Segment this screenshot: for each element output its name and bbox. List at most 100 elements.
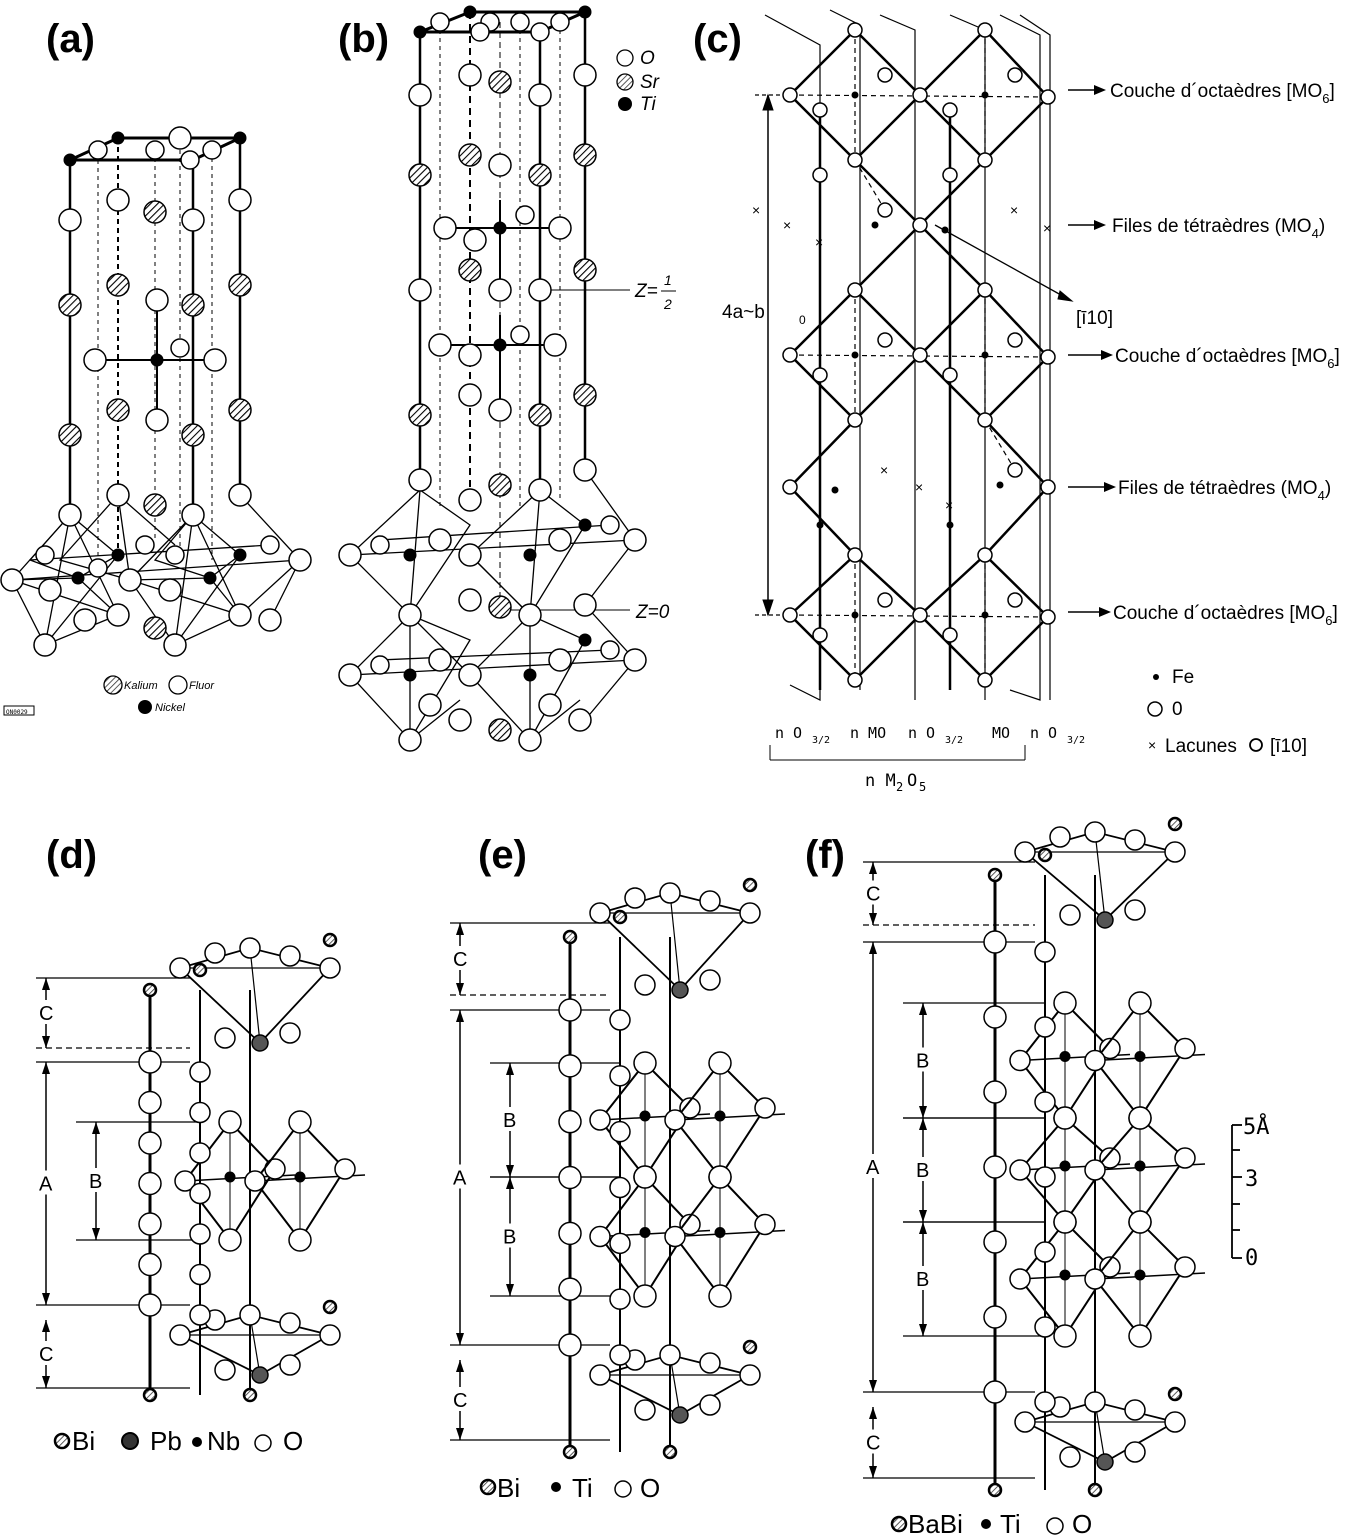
oxygen-atom xyxy=(877,592,893,608)
miller-index-label: [ī10] xyxy=(1076,308,1113,329)
o-legend-marker-d xyxy=(254,1434,272,1452)
oxygen-atom xyxy=(428,333,452,357)
metal-atom xyxy=(493,221,507,235)
oxygen-atom xyxy=(189,1304,211,1326)
panel-b-legend: O Sr Ti xyxy=(616,48,660,115)
bi-atom xyxy=(1167,1386,1183,1402)
dimension-arrowhead xyxy=(92,1228,100,1240)
vacancy-marker: × xyxy=(880,462,888,478)
panel-b-sr3ti2o7-structure xyxy=(338,5,647,752)
oxygen-atom xyxy=(1059,904,1081,926)
oxygen-atom xyxy=(568,708,592,732)
cation-atom xyxy=(488,70,512,94)
babi-legend-label: BaBi xyxy=(908,1509,963,1538)
oxygen-atom xyxy=(609,1009,631,1031)
oxygen-atom xyxy=(708,1284,732,1308)
cation-atom xyxy=(143,493,167,517)
fe-legend-label: Fe xyxy=(1172,667,1194,688)
oxygen-atom xyxy=(548,528,572,552)
oxygen-atom xyxy=(912,607,928,623)
oxygen-atom xyxy=(589,1364,611,1386)
layer-label: Couche d´octaèdres [MO6] xyxy=(1113,603,1338,628)
oxygen-atom xyxy=(510,325,530,345)
dimension-label-bg xyxy=(451,1387,469,1411)
metal-atom xyxy=(714,1227,726,1238)
cation-atom xyxy=(143,616,167,640)
cation-atom xyxy=(181,423,205,447)
oxygen-atom xyxy=(106,603,130,627)
oxygen-atom xyxy=(1164,841,1186,863)
formula-nM: n M xyxy=(865,771,896,791)
oxygen-atom xyxy=(847,22,863,38)
bi-atom xyxy=(1087,1482,1103,1498)
oxygen-atom xyxy=(1034,1391,1056,1413)
oxygen-atom xyxy=(847,412,863,428)
oxygen-atom xyxy=(754,1097,776,1119)
o-legend-label-c: 0 xyxy=(1172,699,1183,720)
oxygen-atom xyxy=(510,12,530,32)
pb-atom xyxy=(1096,911,1114,929)
oxygen-atom xyxy=(458,63,482,87)
oxygen-atom xyxy=(609,1288,631,1310)
bi-atom xyxy=(322,1299,338,1315)
oxygen-atom xyxy=(977,672,993,688)
oxygen-atom xyxy=(739,1364,761,1386)
oxygen-atom xyxy=(530,22,550,42)
oxygen-atom xyxy=(370,535,390,555)
oxygen-atom xyxy=(428,528,452,552)
o-legend-label-e: O xyxy=(640,1473,660,1503)
oxygen-atom xyxy=(699,1394,721,1416)
z-half-prefix: Z= xyxy=(634,281,658,302)
oxygen-atom xyxy=(1084,1268,1106,1290)
oxygen-atom xyxy=(558,1333,582,1357)
oxygen-atom xyxy=(338,663,362,687)
oxygen-atom xyxy=(1128,991,1152,1015)
metal-atom xyxy=(578,633,592,647)
pb-legend-label: Pb xyxy=(150,1426,182,1456)
oxygen-atom xyxy=(239,937,261,959)
oxygen-atom xyxy=(624,887,646,909)
oxygen-atom xyxy=(1014,841,1036,863)
oxygen-atom xyxy=(428,648,452,672)
metal-atom xyxy=(871,221,879,229)
oxygen-atom xyxy=(334,1158,356,1180)
oxygen-atom xyxy=(1009,1268,1031,1290)
oxygen-atom xyxy=(138,1090,162,1115)
bi-atom xyxy=(1167,816,1183,832)
dimension-arrowhead xyxy=(506,1063,514,1075)
oxygen-atom xyxy=(1040,479,1056,495)
metal-atom xyxy=(294,1171,306,1183)
layer-arrowhead xyxy=(1094,85,1106,95)
oxygen-atom xyxy=(33,633,57,657)
metal-atom xyxy=(941,226,949,234)
oxygen-atom xyxy=(983,1080,1007,1104)
metal-atom xyxy=(233,548,247,562)
metal-atom xyxy=(523,548,537,562)
nickel-legend-label: Nickel xyxy=(155,702,186,714)
oxygen-atom xyxy=(623,528,647,552)
panel-label-e: (e) xyxy=(478,833,527,877)
cation-atom xyxy=(228,398,252,422)
layer-label: Files de tétraèdres (MO4) xyxy=(1112,216,1325,241)
nickel-legend-marker xyxy=(138,700,152,714)
oxygen-atom xyxy=(138,1212,162,1236)
bi-atom xyxy=(142,1387,158,1403)
oxygen-atom xyxy=(623,648,647,672)
metal-atom xyxy=(816,521,824,529)
oxygen-atom xyxy=(1053,1324,1077,1348)
bi2o2-edge xyxy=(249,947,261,1044)
oxygen-atom xyxy=(279,1312,301,1334)
oxygen-atom xyxy=(847,547,863,563)
oxygen-atom xyxy=(448,708,472,732)
metal-atom xyxy=(1059,1160,1071,1172)
oxygen-atom xyxy=(1128,1324,1152,1348)
oxygen-atom xyxy=(1174,1256,1196,1278)
oxygen-atom xyxy=(430,12,450,32)
oxygen-atom xyxy=(1084,1049,1106,1072)
dimension-arrowhead xyxy=(919,1222,927,1234)
dimension-label-bg xyxy=(864,880,882,905)
bi-atom xyxy=(987,1482,1003,1498)
ti-legend-marker xyxy=(618,97,632,111)
oxygen-atom xyxy=(181,503,205,527)
oxygen-atom xyxy=(138,1131,162,1155)
